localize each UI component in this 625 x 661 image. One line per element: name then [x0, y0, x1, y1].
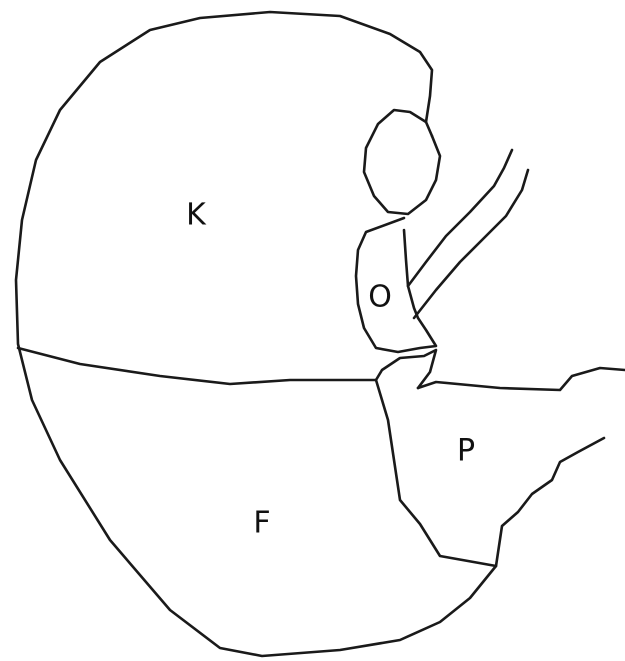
k-f-divider: [18, 348, 376, 384]
region-label-o: O: [368, 280, 392, 315]
duct-line-outer: [408, 150, 512, 286]
o-bottom-boundary: [376, 350, 436, 388]
outer-outline: [16, 12, 625, 656]
region-label-k: K: [186, 198, 207, 233]
f-p-divider: [376, 380, 496, 566]
region-label-p: P: [457, 434, 475, 469]
region-label-f: F: [253, 506, 270, 541]
